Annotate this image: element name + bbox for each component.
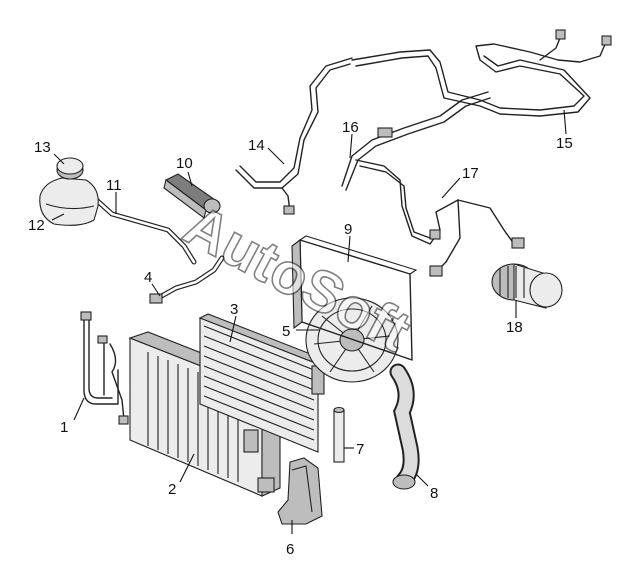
callout-7: 7 — [356, 441, 364, 458]
callout-6: 6 — [286, 541, 294, 558]
callout-9: 9 — [344, 221, 352, 238]
callout-18: 18 — [506, 319, 523, 336]
part-10-hose-sleeve — [163, 173, 221, 219]
callout-12: 12 — [28, 217, 45, 234]
callout-3: 3 — [230, 301, 238, 318]
callout-17: 17 — [462, 165, 479, 182]
callout-13: 13 — [34, 139, 51, 156]
callout-15: 15 — [556, 135, 573, 152]
part-18-compressor — [491, 263, 563, 309]
callout-11: 11 — [106, 177, 122, 194]
part-13-cap — [56, 157, 84, 180]
part-8-coolant-hose — [389, 363, 420, 490]
callout-4: 4 — [144, 269, 152, 286]
callout-8: 8 — [430, 485, 438, 502]
part-7-pipe — [333, 406, 345, 463]
part-4-hose — [149, 255, 225, 304]
callout-1: 1 — [60, 419, 68, 436]
callout-2: 2 — [168, 481, 176, 498]
part-6-bracket — [277, 457, 323, 525]
part-15-harness — [351, 29, 612, 117]
callout-10: 10 — [176, 155, 193, 172]
part-3-condenser — [198, 313, 328, 453]
part-11-tank-hose — [89, 193, 197, 265]
callout-16: 16 — [342, 119, 359, 136]
part-14-ac-line — [235, 57, 353, 215]
part-1-drier-lines — [80, 311, 129, 425]
callout-5: 5 — [282, 323, 290, 340]
part-9-fan-shroud — [291, 235, 418, 361]
part-12-expansion-tank — [39, 177, 99, 226]
leader-lines — [51, 109, 567, 534]
callout-14: 14 — [248, 137, 265, 154]
callout-labels: 1 2 3 4 5 6 7 8 9 10 11 12 13 14 15 16 1… — [28, 119, 573, 558]
part-17-ac-line — [355, 159, 525, 277]
